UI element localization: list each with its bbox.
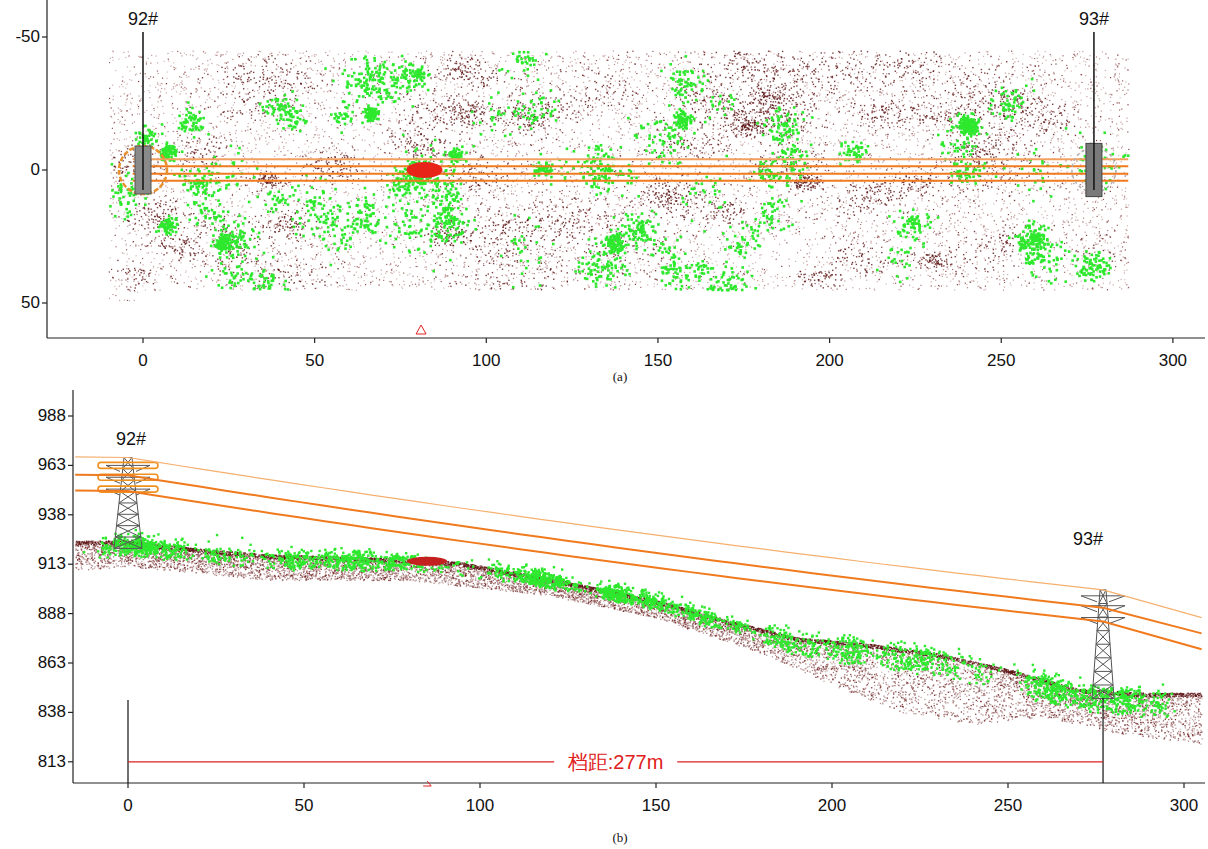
figure: 92#93#-50050050100150200250300(a)92#93#9… xyxy=(0,0,1208,849)
